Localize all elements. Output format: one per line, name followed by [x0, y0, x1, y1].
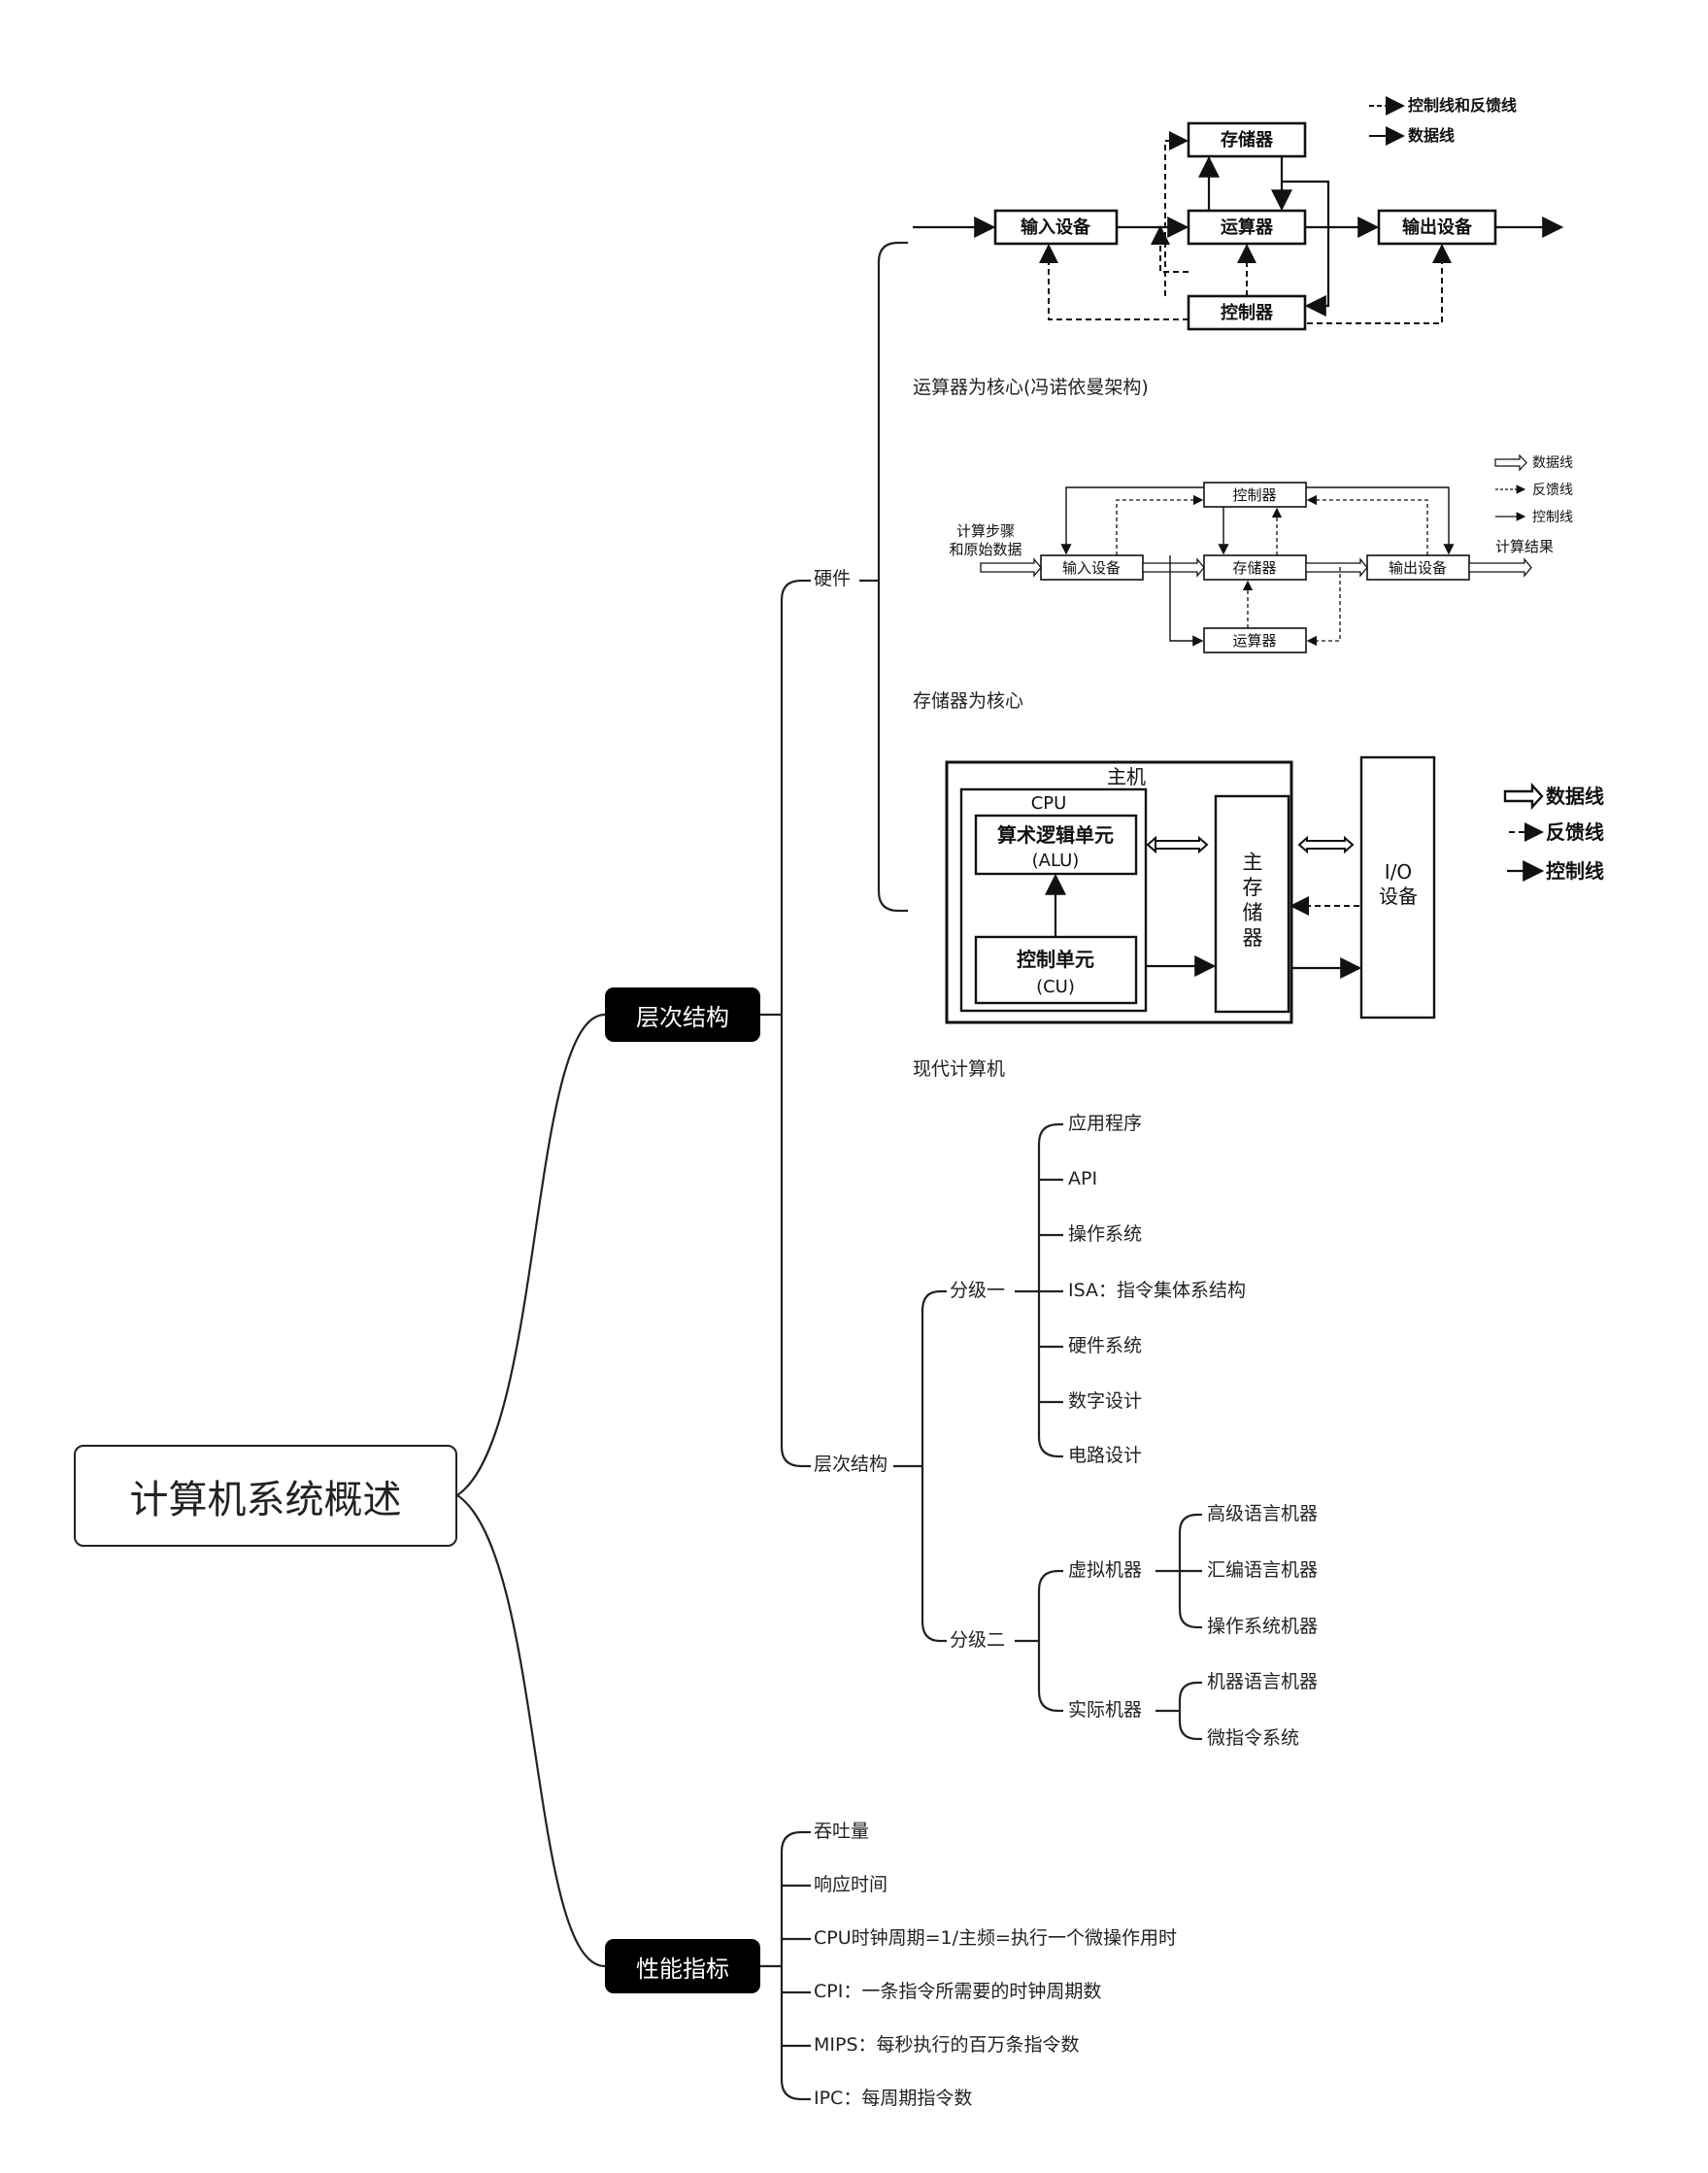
legend-control-2: 控制线	[1532, 510, 1573, 525]
memory-box	[1187, 121, 1307, 158]
virtual-item: 汇编语言机器	[1207, 1559, 1319, 1581]
diagram-von-neumann: 存储器 输入设备 运算器 输出设备 控制器 控制线和反馈线 数据线	[913, 96, 1564, 331]
caption-von-neumann: 运算器为核心(冯诺依曼架构)	[913, 377, 1149, 398]
perf-item: 吞吐量	[814, 1821, 870, 1842]
input-text-1: 计算步骤	[956, 522, 1015, 540]
main-memory-char-3: 储	[1243, 901, 1263, 924]
cu-label-a: 控制单元	[1017, 948, 1094, 971]
control-box-2	[1203, 482, 1307, 508]
control-label: 控制器	[1221, 302, 1274, 323]
input-label-2: 输入设备	[1062, 559, 1121, 577]
perf-item: MIPS：每秒执行的百万条指令数	[814, 2034, 1080, 2056]
node-grade2: 分级二	[950, 1629, 1006, 1651]
grade1-item: ISA：指令集体系结构	[1068, 1280, 1247, 1301]
io-box	[1359, 755, 1436, 1020]
alu-label: 运算器	[1221, 217, 1274, 238]
alu-box-2	[1203, 627, 1307, 653]
node-levels: 层次结构	[814, 1454, 888, 1475]
legend-data-2: 数据线	[1532, 455, 1573, 471]
perf-item: IPC：每周期指令数	[814, 2088, 973, 2109]
diagram-modern: 主机 CPU 算术逻辑单元 (ALU) 控制单元 (CU) 主 存 储 器 I/…	[945, 755, 1604, 1024]
input-text-2: 和原始数据	[949, 541, 1021, 558]
virtual-item: 操作系统机器	[1207, 1616, 1319, 1637]
grade1-item: 操作系统	[1068, 1223, 1143, 1245]
perf-item: 响应时间	[814, 1874, 888, 1895]
node-actual-machine: 实际机器	[1068, 1699, 1143, 1721]
cu-label-b: (CU)	[1036, 977, 1075, 997]
grade1-item: 数字设计	[1068, 1390, 1143, 1412]
control-label-2: 控制器	[1232, 486, 1276, 504]
legend-control-feedback: 控制线和反馈线	[1408, 96, 1517, 115]
caption-memory-centered: 存储器为核心	[913, 690, 1024, 712]
alu-label-3b: (ALU)	[1032, 851, 1080, 871]
root-node: 计算机系统概述	[74, 1445, 457, 1547]
input-label: 输入设备	[1021, 217, 1091, 238]
memory-label: 存储器	[1221, 129, 1274, 150]
host-label: 主机	[1107, 765, 1146, 788]
legend-feedback-3: 反馈线	[1546, 820, 1604, 844]
output-label: 输出设备	[1402, 217, 1473, 238]
actual-item: 微指令系统	[1207, 1727, 1300, 1749]
input-box-2	[1040, 554, 1144, 581]
virtual-item: 高级语言机器	[1207, 1503, 1319, 1524]
legend-control-3: 控制线	[1546, 859, 1604, 883]
cpu-label: CPU	[1031, 793, 1067, 814]
perf-item: CPU时钟周期=1/主频=执行一个微操作用时	[814, 1927, 1177, 1949]
input-box	[993, 209, 1119, 246]
alu-label-2: 运算器	[1232, 632, 1276, 650]
main-memory-box	[1214, 794, 1290, 1014]
output-label-2: 输出设备	[1389, 559, 1447, 577]
node-grade1: 分级一	[950, 1280, 1006, 1301]
node-hardware: 硬件	[814, 568, 852, 589]
diagram-memory-centered: 控制器 输入设备 存储器 输出设备 运算器 计算步骤 和原始数据 计算结果	[949, 453, 1573, 653]
memory-box-2	[1203, 554, 1307, 581]
legend-data-3: 数据线	[1546, 785, 1604, 808]
memory-label-2: 存储器	[1232, 559, 1276, 577]
cu-box	[974, 935, 1138, 1005]
alu-label-3a: 算术逻辑单元	[997, 823, 1114, 847]
main-memory-char-4: 器	[1243, 926, 1263, 950]
node-virtual-machine: 虚拟机器	[1068, 1559, 1143, 1581]
io-label-b: 设备	[1379, 885, 1418, 908]
legend-feedback-2: 反馈线	[1532, 483, 1573, 498]
main-memory-char-1: 主	[1243, 851, 1263, 874]
grade1-item: 应用程序	[1068, 1113, 1143, 1134]
caption-modern: 现代计算机	[913, 1058, 1006, 1080]
grade1-item: API	[1068, 1168, 1098, 1189]
grade1-item: 电路设计	[1068, 1445, 1143, 1466]
io-label-a: I/O	[1385, 860, 1412, 884]
actual-item: 机器语言机器	[1207, 1671, 1319, 1692]
main-memory-char-2: 存	[1243, 876, 1263, 899]
alu-box-3	[974, 814, 1138, 876]
branch-structure: 层次结构	[605, 987, 760, 1042]
output-text: 计算结果	[1495, 538, 1554, 555]
grade1-item: 硬件系统	[1068, 1335, 1143, 1356]
branch-performance: 性能指标	[605, 1939, 760, 1993]
perf-item: CPI：一条指令所需要的时钟周期数	[814, 1981, 1102, 2002]
legend-data: 数据线	[1408, 126, 1455, 145]
